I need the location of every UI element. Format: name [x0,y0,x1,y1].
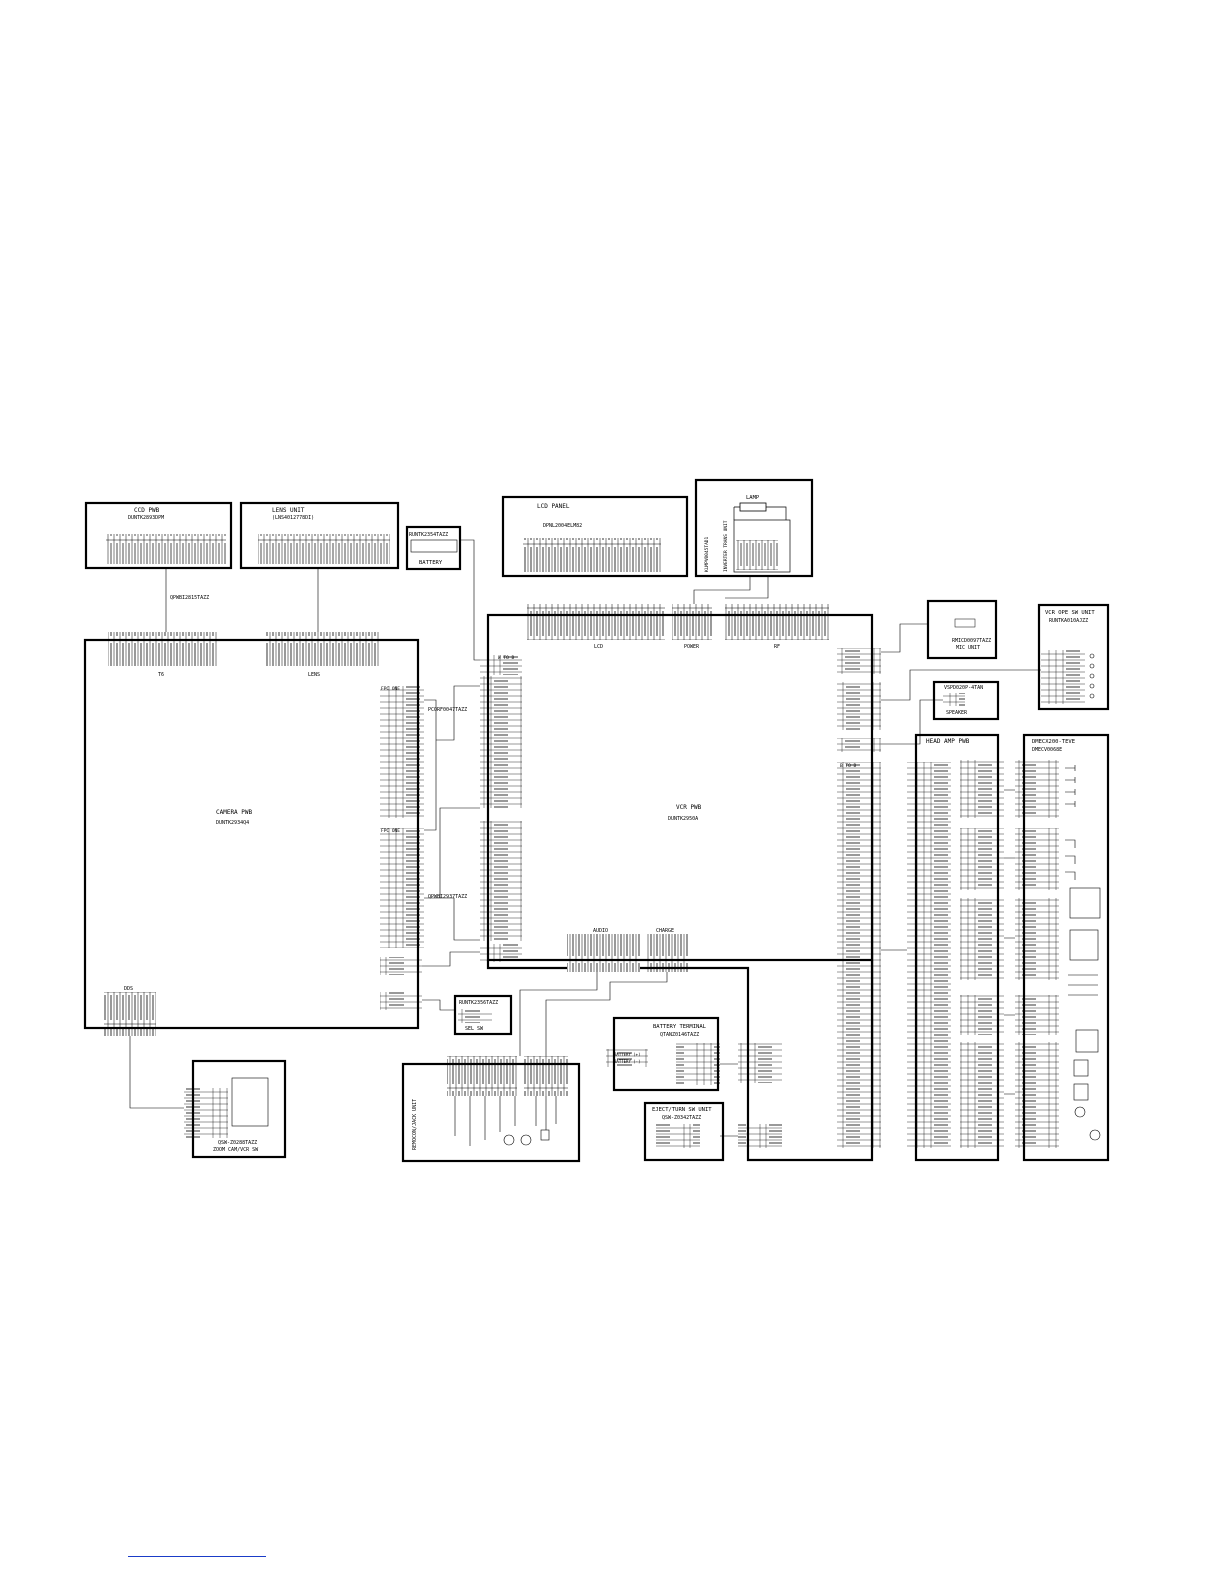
pwb-camera-vcr-cable-label: QPWBI2937TAZZ [428,894,467,900]
head-amp-title: HEAD AMP PWB [926,738,970,745]
lamp-label: LAMP [746,495,760,501]
dds-connector [104,992,156,1036]
vcr-wtob-connector-bottom [480,944,522,962]
svg-text:FPC ONE: FPC ONE [381,686,400,692]
vcr-wtob-connector-top [480,655,522,675]
svg-text:CHARGE: CHARGE [656,928,674,934]
svg-text:LENS: LENS [308,672,320,678]
inverter-box: LAMP KLMPV0045TAD1 INVERTER TRANS UNIT [694,478,814,578]
wiring [129,539,1041,1137]
rf-connector [725,604,829,640]
headamp-btob-mate [907,762,951,1148]
svg-text:T6: T6 [158,672,164,678]
lcd-panel-connector [523,538,661,572]
lamp-symbol [739,502,767,512]
mic-unit-box: RMICD0097TAZZ MIC UNIT [926,599,998,660]
svg-text:FPC ONE: FPC ONE [381,828,400,834]
camera-pwb-code: DUNTK2934Q4 [216,820,249,826]
vcr-fpc-connector-2 [480,821,522,941]
svg-text:DDS: DDS [124,986,133,992]
head-amp-pwb-box: HEAD AMP PWB [907,733,1004,1162]
remocon-jack-box: REMOCON/JACK UNIT [401,1056,581,1163]
zoom-sw-box: QSW-Z0288TAZZ ZOOM CAM/VCR SW [184,1059,287,1159]
battery-terminal-box: BATTERY TERMINAL QTANZ0146TAZZ BATTERY (… [606,1016,720,1092]
vcr-ope-sw-box: VCR OPE SW UNIT RUNTKA010AJZZ [1037,603,1110,711]
headamp-btob-connector [837,762,881,1148]
batt-terminal-board-connector [738,1043,782,1083]
mechanism-code: DMECV0068E [1032,747,1062,753]
vcr-ope-title: VCR OPE SW UNIT [1045,610,1095,616]
t6-connector [108,632,218,666]
camera-pwb-title: CAMERA PWB [216,809,253,816]
lens-connector [258,534,390,564]
vcr-pwb-title: VCR PWB [676,804,702,811]
audio-connector [567,934,640,972]
eject-code: QSW-Z0342TAZZ [662,1115,701,1121]
camera-pwb-box: CAMERA PWB DUNTK2934Q4 T6 LENS FPC ONE F… [83,632,424,1036]
footer-rule [128,1556,266,1557]
svg-text:RF: RF [774,644,780,650]
svg-text:AUDIO: AUDIO [593,928,608,934]
battery-name: BATTERY [419,560,443,566]
lens-unit-code: (LNS4012778DI) [272,515,314,521]
mechanism-box: DMECX200-TEVE DMECV0068E [1015,733,1110,1162]
sel-sw-box: RUNTK2356TAZZ SEL SW [453,994,513,1036]
vcr-pwb-code: DUNTK2950A [668,816,698,822]
lens-unit-title: LENS UNIT [272,507,305,514]
lcd-panel-box: LCD PANEL DPNL2004ELM82 [501,495,689,578]
svg-text:LCD: LCD [594,644,603,650]
lens-unit-box: LENS UNIT (LNS4012778DI) [239,501,400,570]
mic-code: RMICD0097TAZZ [952,638,991,644]
svg-text:B TO B: B TO B [840,763,857,769]
ccd-lens-cable-label: QPWBI2815TAZZ [170,595,209,601]
battery-box: RUNTK2354TAZZ BATTERY [405,525,462,571]
lcd-panel-title: LCD PANEL [537,503,570,510]
camera-wtob-connector-1 [380,957,422,975]
camera-wtob-connector-2 [380,992,422,1010]
vcr-fpc-connector-1 [480,676,522,808]
mic-name: MIC UNIT [956,645,980,651]
sel-sw-name: SEL SW [465,1026,484,1032]
batt-pin-plus: BATTERY (+) [614,1052,641,1057]
power-connector [672,604,712,640]
speaker-name: SPEAKER [946,710,968,716]
eject-title: EJECT/TURN SW UNIT [652,1107,712,1113]
ccd-pwb-title: CCD PWB [134,507,160,514]
batt-terminal-title: BATTERY TERMINAL [653,1024,707,1030]
ccd-pwb-code: DUNTK2893DPM [128,515,164,521]
ccd-pwb-box: CCD PWB DUNTK2893DPM [84,501,233,570]
camera-fpc-connector-2 [380,828,424,948]
inverter-name: INVERTER TRANS UNIT [723,520,729,572]
inverter-code: KLMPV0045TAD1 [704,536,710,572]
charge-connector [646,934,688,972]
fpc-camera-vcr-cable-label: PCORF0047TAZZ [428,707,467,713]
svg-text:W TO B: W TO B [498,655,515,661]
remocon-name: REMOCON/JACK UNIT [412,1099,418,1150]
speaker-code: VSPD020P-4TAN [944,685,983,691]
mic-board-connector [837,648,881,674]
ccd-connector [106,534,226,564]
camera-fpc-connector-1 [380,686,424,818]
svg-text:POWER: POWER [684,644,700,650]
eject-board-connector [738,1124,782,1148]
eject-sw-box: EJECT/TURN SW UNIT QSW-Z0342TAZZ [643,1101,725,1162]
batt-terminal-code: QTANZ0146TAZZ [660,1032,699,1038]
speaker-board-connector [837,738,881,752]
sel-sw-code: RUNTK2356TAZZ [459,1000,498,1006]
speaker-box: VSPD020P-4TAN SPEAKER [932,680,1000,721]
ope-board-connector [837,682,881,730]
mechanism-title: DMECX200-TEVE [1032,739,1075,745]
lens-board-connector [266,632,380,666]
zoom-sw-code: QSW-Z0288TAZZ [218,1140,257,1146]
battery-code: RUNTK2354TAZZ [409,532,448,538]
zoom-sw-name: ZOOM CAM/VCR SW [213,1147,259,1153]
lcd-panel-code: DPNL2004ELM82 [543,523,582,529]
vcr-pwb-box: VCR PWB DUNTK2950A LCD POWER RF W TO B A… [480,604,881,1162]
lcd-board-connector [527,604,665,640]
batt-pin-minus: BATTERY (-) [614,1059,641,1064]
vcr-ope-code: RUNTKA010AJZZ [1049,618,1088,624]
